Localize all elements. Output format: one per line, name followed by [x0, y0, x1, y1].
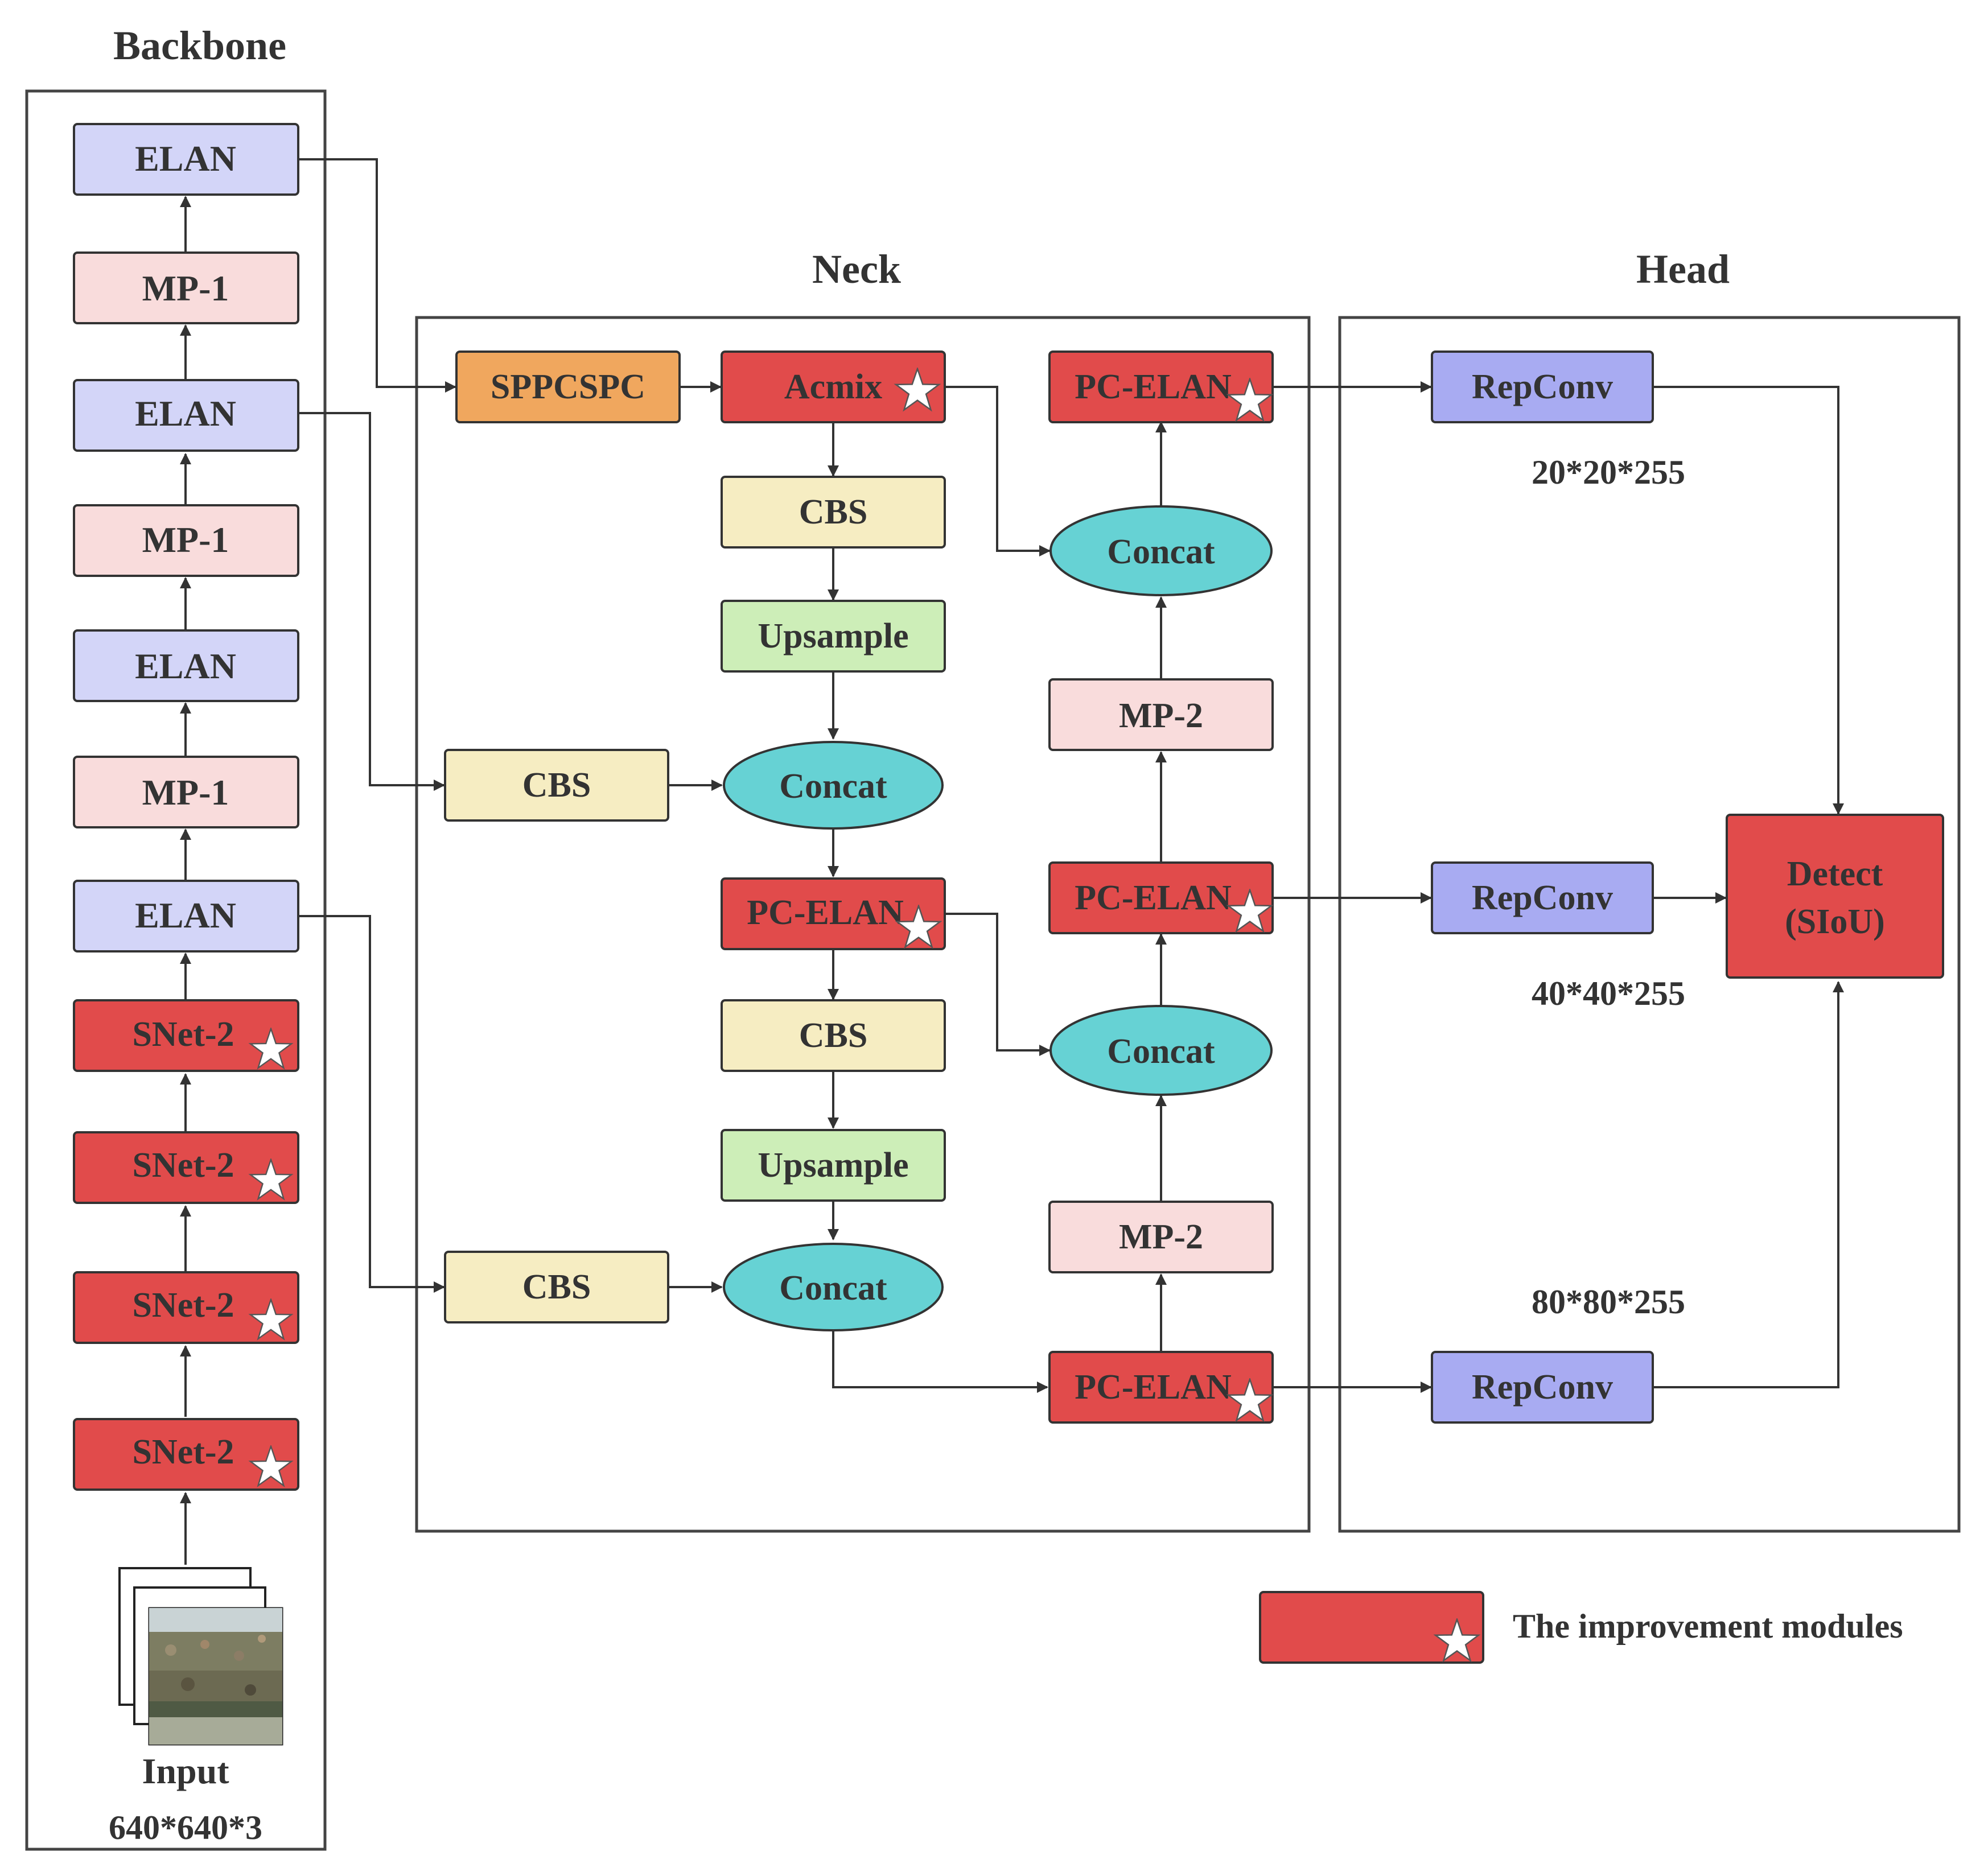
mp2-label: MP-2 — [1119, 1218, 1203, 1256]
snet2-label: SNet-2 — [132, 1433, 234, 1471]
pc-elan-block — [1048, 1351, 1274, 1424]
neck-frame — [415, 316, 1311, 1533]
backbone-column: ELAN MP-1 ELAN MP-1 ELAN MP-1 ELAN SNet-… — [73, 123, 299, 1846]
mp2-label: MP-2 — [1119, 696, 1203, 735]
concat-node — [1049, 505, 1273, 596]
elan-block — [73, 123, 299, 196]
mp1-label: MP-1 — [142, 772, 229, 813]
input-image-stack — [118, 1567, 283, 1746]
pc-elan-label: PC-ELAN — [1075, 368, 1232, 406]
pc-elan-block — [1048, 351, 1274, 423]
snet2-block — [73, 1131, 299, 1204]
pc-elan-label: PC-ELAN — [747, 893, 904, 932]
elan-block — [73, 379, 299, 452]
snet2-block — [73, 1271, 299, 1344]
legend-swatch — [1259, 1591, 1484, 1664]
concat-label: Concat — [1107, 533, 1215, 571]
input-label: Input — [142, 1751, 230, 1791]
cbs-label: CBS — [799, 1016, 868, 1055]
cbs-label: CBS — [522, 1268, 591, 1306]
head-heading: Head — [1636, 246, 1730, 292]
upsample-label: Upsample — [758, 1146, 908, 1185]
head-column: RepConv 20*20*255 RepConv 40*40*255 80*8… — [1431, 351, 1944, 1424]
elan-label: ELAN — [135, 895, 236, 935]
concat-label: Concat — [779, 767, 887, 806]
mp1-block — [73, 504, 299, 577]
output-size-label: 20*20*255 — [1532, 453, 1685, 491]
cbs-label: CBS — [799, 493, 868, 531]
elan-block — [73, 629, 299, 702]
pc-elan-block — [1048, 861, 1274, 934]
detect-label: Detect — [1787, 855, 1883, 893]
output-size-label: 80*80*255 — [1532, 1283, 1685, 1321]
snet2-block — [73, 1418, 299, 1491]
input-size-label: 640*640*3 — [109, 1809, 262, 1846]
head-frame — [1338, 316, 1961, 1533]
upsample-block — [721, 1129, 946, 1202]
repconv-block — [1431, 351, 1654, 423]
cbs-label: CBS — [522, 766, 591, 805]
concat-node — [723, 1243, 944, 1331]
mp2-block — [1048, 678, 1274, 751]
upsample-block — [721, 600, 946, 673]
elan-label: ELAN — [135, 138, 236, 179]
snet2-block — [73, 999, 299, 1072]
pc-elan-label: PC-ELAN — [1075, 879, 1232, 917]
acmix-label: Acmix — [784, 368, 882, 406]
backbone-heading: Backbone — [113, 23, 286, 68]
repconv-label: RepConv — [1472, 879, 1613, 917]
elan-label: ELAN — [135, 393, 236, 434]
sppcspc-label: SPPCSPC — [491, 368, 645, 406]
cbs-block — [721, 476, 946, 549]
output-size-label: 40*40*255 — [1532, 975, 1685, 1012]
cbs-block — [444, 749, 669, 822]
cbs-block — [721, 999, 946, 1072]
connections — [180, 158, 1844, 1565]
concat-label: Concat — [779, 1269, 887, 1308]
acmix-block — [721, 351, 946, 423]
mp1-label: MP-1 — [142, 519, 229, 560]
repconv-label: RepConv — [1472, 1368, 1613, 1407]
mp1-block — [73, 251, 299, 324]
sppcspc-block — [455, 351, 681, 423]
elan-block — [73, 880, 299, 953]
elan-label: ELAN — [135, 646, 236, 686]
mp2-block — [1048, 1201, 1274, 1273]
repconv-label: RepConv — [1472, 368, 1613, 406]
concat-node — [723, 741, 944, 830]
legend: The improvement modules — [1259, 1591, 1903, 1664]
pc-elan-block — [721, 877, 946, 950]
detect-sublabel: (SIoU) — [1785, 902, 1885, 941]
neck-heading: Neck — [812, 246, 901, 292]
snet2-label: SNet-2 — [132, 1146, 234, 1185]
neck-column: SPPCSPC Acmix CBS Upsample CBS Concat PC… — [444, 351, 1274, 1424]
mp1-block — [73, 756, 299, 828]
pc-elan-label: PC-ELAN — [1075, 1368, 1232, 1407]
cbs-block — [444, 1251, 669, 1323]
repconv-block — [1431, 1351, 1654, 1424]
snet2-label: SNet-2 — [132, 1015, 234, 1054]
concat-label: Concat — [1107, 1032, 1215, 1071]
repconv-block — [1431, 861, 1654, 934]
mp1-label: MP-1 — [142, 268, 229, 308]
input-photo — [148, 1607, 283, 1746]
upsample-label: Upsample — [758, 617, 908, 655]
backbone-frame — [25, 89, 327, 1851]
detect-block — [1726, 814, 1944, 979]
legend-label: The improvement modules — [1513, 1607, 1903, 1645]
snet2-label: SNet-2 — [132, 1286, 234, 1325]
concat-node — [1049, 1005, 1273, 1096]
